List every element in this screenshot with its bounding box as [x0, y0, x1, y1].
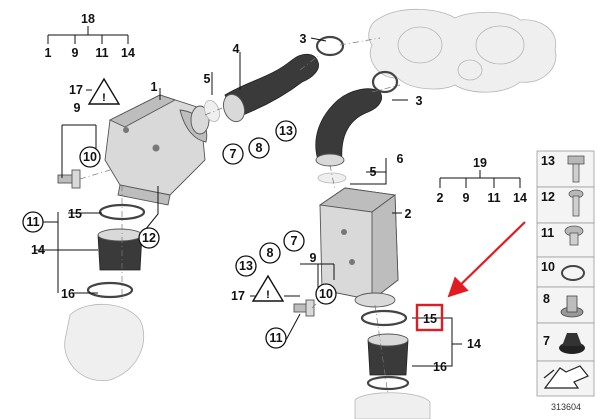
- callout-15-left: 15: [68, 207, 82, 221]
- legend-num: 7: [543, 334, 550, 348]
- legend-num: 8: [543, 292, 550, 306]
- group-19-item: 9: [463, 191, 470, 205]
- callout-9-left: 9: [74, 101, 81, 115]
- callout-6: 6: [397, 152, 404, 166]
- warning-triangle-left-icon: !: [87, 77, 121, 105]
- intercooler-right: [318, 187, 399, 308]
- assembly-lines: [79, 37, 401, 396]
- leader-lines: [35, 37, 462, 367]
- sensor-left: [57, 169, 81, 189]
- callout-5-lower: 5: [370, 165, 377, 179]
- callout-17-left: 17: [69, 83, 83, 97]
- charge-pipe-upper: [204, 53, 319, 123]
- callout-5-upper: 5: [204, 72, 211, 86]
- group-19-item: 2: [437, 191, 444, 205]
- rubber-bushing-icon: [560, 295, 584, 318]
- group-18-labels: 18 1 9 11 14: [45, 12, 135, 60]
- callout-10-left: 10: [83, 150, 97, 164]
- legend-num: 11: [541, 226, 554, 240]
- group-19-labels: 19 2 9 11 14: [437, 156, 527, 205]
- sensor-right: [293, 299, 315, 317]
- callout-8-upper: 8: [256, 141, 263, 155]
- callout-11-left: 11: [26, 215, 39, 229]
- callout-7-upper: 7: [230, 147, 237, 161]
- callout-17-right: 17: [231, 289, 245, 303]
- svg-text:!: !: [266, 289, 270, 301]
- callout-13-lower: 13: [239, 259, 253, 273]
- callout-7-lower: 7: [291, 234, 298, 248]
- collar-screw-icon: [564, 225, 584, 246]
- group-18-item: 1: [45, 46, 52, 60]
- highlight-annotation: [415, 221, 526, 332]
- o-ring-icon: [561, 265, 585, 281]
- group-18-item: 9: [72, 46, 79, 60]
- group-19-head: 19: [473, 156, 487, 170]
- callout-14-right: 14: [467, 337, 481, 351]
- image-id: 313604: [551, 402, 581, 412]
- callout-labels: 1 2 3 3 4 5 5 6 7 7 8 8 9 9 10 10 11 11 …: [26, 32, 481, 374]
- warning-triangle-right-icon: !: [251, 274, 285, 302]
- charge-pipe-right: [315, 88, 383, 184]
- legend-num: 13: [541, 154, 555, 168]
- legend-num: 10: [541, 260, 555, 274]
- callout-3-lower: 3: [416, 94, 423, 108]
- callout-15-right: 15: [423, 312, 437, 326]
- callout-12: 12: [142, 231, 156, 245]
- callout-8-lower: 8: [267, 246, 274, 260]
- callout-2: 2: [405, 207, 412, 221]
- group-bracket-18: [47, 26, 129, 44]
- left-coupling-parts: [64, 203, 146, 382]
- rubber-mount-icon: [559, 333, 585, 354]
- right-coupling-parts: [354, 309, 431, 419]
- callout-circles: [22, 120, 337, 349]
- legend-num: 12: [541, 190, 555, 204]
- arrow-symbol-icon: [543, 365, 589, 389]
- legend-panel: 13 12 11 10 8 7: [536, 150, 595, 397]
- turbocharger-ghost: [368, 8, 557, 93]
- callout-14-left: 14: [31, 243, 45, 257]
- group-19-item: 14: [513, 191, 527, 205]
- callout-9-right: 9: [310, 251, 317, 265]
- callout-4: 4: [233, 42, 240, 56]
- highlight-arrow: [447, 221, 526, 298]
- group-18-item: 11: [95, 46, 108, 60]
- callout-11-right: 11: [269, 331, 282, 345]
- callout-1: 1: [151, 80, 158, 94]
- group-18-item: 14: [121, 46, 135, 60]
- group-bracket-19: [439, 170, 521, 188]
- callout-13-upper: 13: [279, 124, 293, 138]
- group-18-head: 18: [81, 12, 95, 26]
- callout-16-right: 16: [433, 360, 447, 374]
- bolt-icon: [567, 155, 585, 183]
- highlight-box: [415, 303, 444, 332]
- clamp-upper: [315, 35, 399, 94]
- group-19-item: 11: [487, 191, 500, 205]
- svg-text:!: !: [102, 92, 106, 104]
- intercooler-left: [104, 94, 210, 206]
- callout-3-upper: 3: [300, 32, 307, 46]
- callout-16-left: 16: [61, 287, 75, 301]
- callout-10-right: 10: [319, 287, 333, 301]
- screw-icon: [568, 189, 584, 217]
